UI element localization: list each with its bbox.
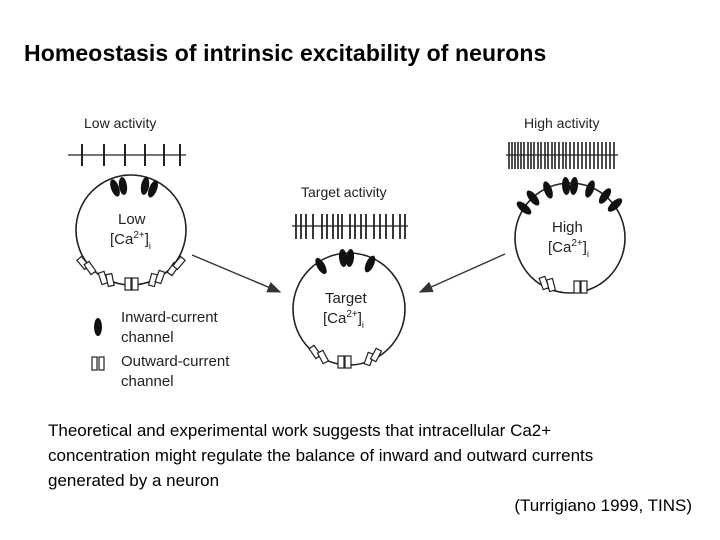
caption-line-1: Theoretical and experimental work sugges… (48, 421, 552, 440)
high-activity-spike-train (506, 142, 618, 169)
high-calcium-label: [Ca2+]i (548, 238, 589, 259)
low-outward-channels (75, 255, 187, 291)
caption-line-2: concentration might regulate the balance… (48, 446, 594, 465)
target-activity-heading: Target activity (301, 184, 387, 200)
low-activity-label: Low (118, 211, 146, 228)
inward-channel-legend-label-1: Inward-current (121, 309, 219, 326)
slide-title: Homeostasis of intrinsic excitability of… (24, 40, 547, 66)
target-activity-label: Target (325, 290, 368, 307)
high-activity-neuron (514, 182, 626, 294)
high-activity-heading: High activity (524, 115, 599, 131)
high-activity-label: High (552, 219, 583, 236)
target-outward-channels (308, 344, 383, 369)
outward-channel-legend-label-2: channel (121, 373, 174, 390)
target-inward-channels (315, 249, 376, 275)
high-outward-channels (538, 275, 588, 294)
citation: (Turrigiano 1999, TINS) (514, 496, 692, 515)
low-to-target-arrow (191, 254, 282, 293)
inward-channel-legend-label-2: channel (121, 329, 174, 346)
low-activity-heading: Low activity (84, 115, 156, 131)
target-activity-spike-train (292, 214, 408, 239)
low-inward-channels (110, 177, 159, 198)
low-calcium-label: [Ca2+]i (110, 230, 151, 251)
target-calcium-label: [Ca2+]i (323, 309, 364, 330)
high-inward-channels (516, 177, 623, 215)
outward-channel-legend-label-1: Outward-current (121, 353, 230, 370)
low-activity-spike-train (68, 144, 186, 166)
outward-channel-legend-icon (91, 356, 105, 371)
homeostasis-diagram: Low activity Low [Ca2+]i Target activity (68, 115, 626, 390)
caption-line-3: generated by a neuron (48, 471, 220, 490)
inward-channel-legend-icon (94, 318, 102, 336)
caption: Theoretical and experimental work sugges… (48, 418, 708, 493)
high-to-target-arrow (418, 253, 506, 293)
